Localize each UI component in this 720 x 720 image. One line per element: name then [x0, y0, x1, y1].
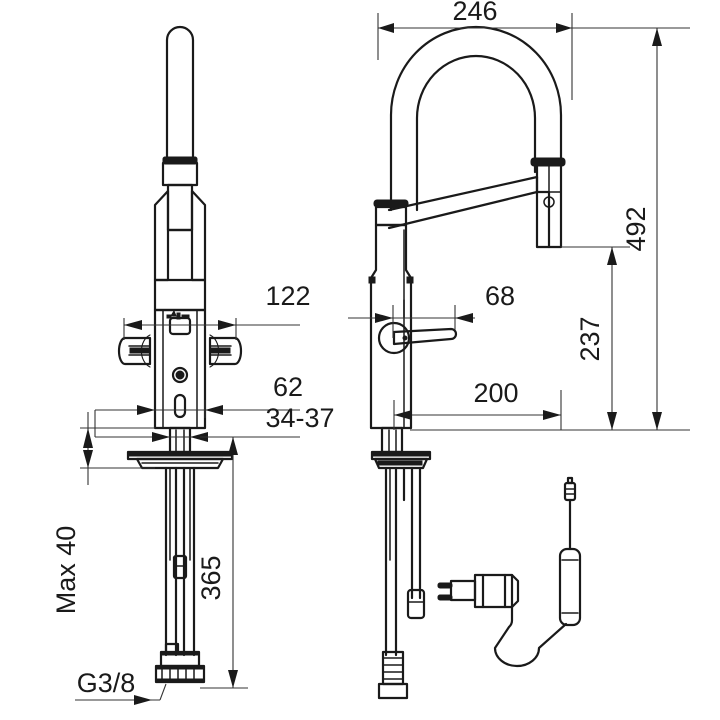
side-view	[368, 25, 566, 700]
dimension-122-label: 122	[265, 281, 310, 311]
label-g38: G3/8	[75, 668, 167, 705]
front-indicator-slot	[173, 393, 187, 419]
front-thread-connector	[154, 642, 206, 684]
side-deck-plate	[370, 450, 432, 470]
dimension-200: 200	[393, 378, 562, 430]
side-hose-connector	[406, 588, 426, 620]
dimension-246-label: 246	[452, 0, 497, 26]
side-base-collar	[373, 199, 409, 227]
side-lever-handle[interactable]	[377, 321, 458, 355]
front-deck-plate	[126, 450, 234, 470]
front-spray-head	[161, 25, 199, 187]
dimension-237: 237	[561, 246, 630, 430]
dimension-122: 122	[123, 281, 311, 340]
front-sensor-dot	[171, 366, 189, 384]
dimension-34-37-label: 34-37	[265, 403, 334, 433]
dimension-max-40: Max 40	[51, 412, 155, 614]
front-shank	[168, 426, 192, 454]
dimension-365-label: 365	[196, 555, 226, 600]
front-body	[153, 308, 207, 430]
dimension-62-label: 62	[273, 372, 303, 402]
dimension-34-37: 34-37	[95, 403, 335, 442]
front-view	[117, 25, 243, 684]
dimension-365: 365	[196, 436, 248, 689]
dimension-492-label: 492	[621, 206, 651, 251]
dimension-492: 492	[410, 27, 690, 431]
dimension-200-label: 200	[473, 378, 518, 408]
power-plug	[437, 573, 520, 609]
front-hose-connector	[172, 554, 188, 580]
side-arm	[387, 175, 539, 230]
front-sensor-button[interactable]	[168, 316, 192, 336]
front-supply-hoses	[164, 466, 196, 657]
label-g38-text: G3/8	[77, 668, 136, 698]
front-handle-right[interactable]	[208, 334, 243, 368]
side-body	[368, 223, 414, 430]
side-thread-connector	[377, 650, 409, 700]
dimension-68-label: 68	[485, 281, 515, 311]
dimension-68: 68	[348, 281, 515, 338]
power-supply-assembly	[437, 476, 582, 668]
side-spray-head	[535, 163, 563, 249]
power-cable	[493, 605, 568, 668]
side-spring-arch	[389, 25, 563, 212]
dimension-max-40-label: Max 40	[51, 526, 81, 615]
power-transformer	[558, 476, 582, 627]
dimension-237-label: 237	[575, 316, 605, 361]
front-neck	[153, 183, 207, 312]
side-shank	[380, 426, 404, 454]
dimension-246: 246	[377, 0, 573, 100]
front-handle-left[interactable]	[117, 334, 152, 368]
dimension-62: 62	[94, 372, 303, 437]
side-supply-hoses	[384, 466, 422, 657]
